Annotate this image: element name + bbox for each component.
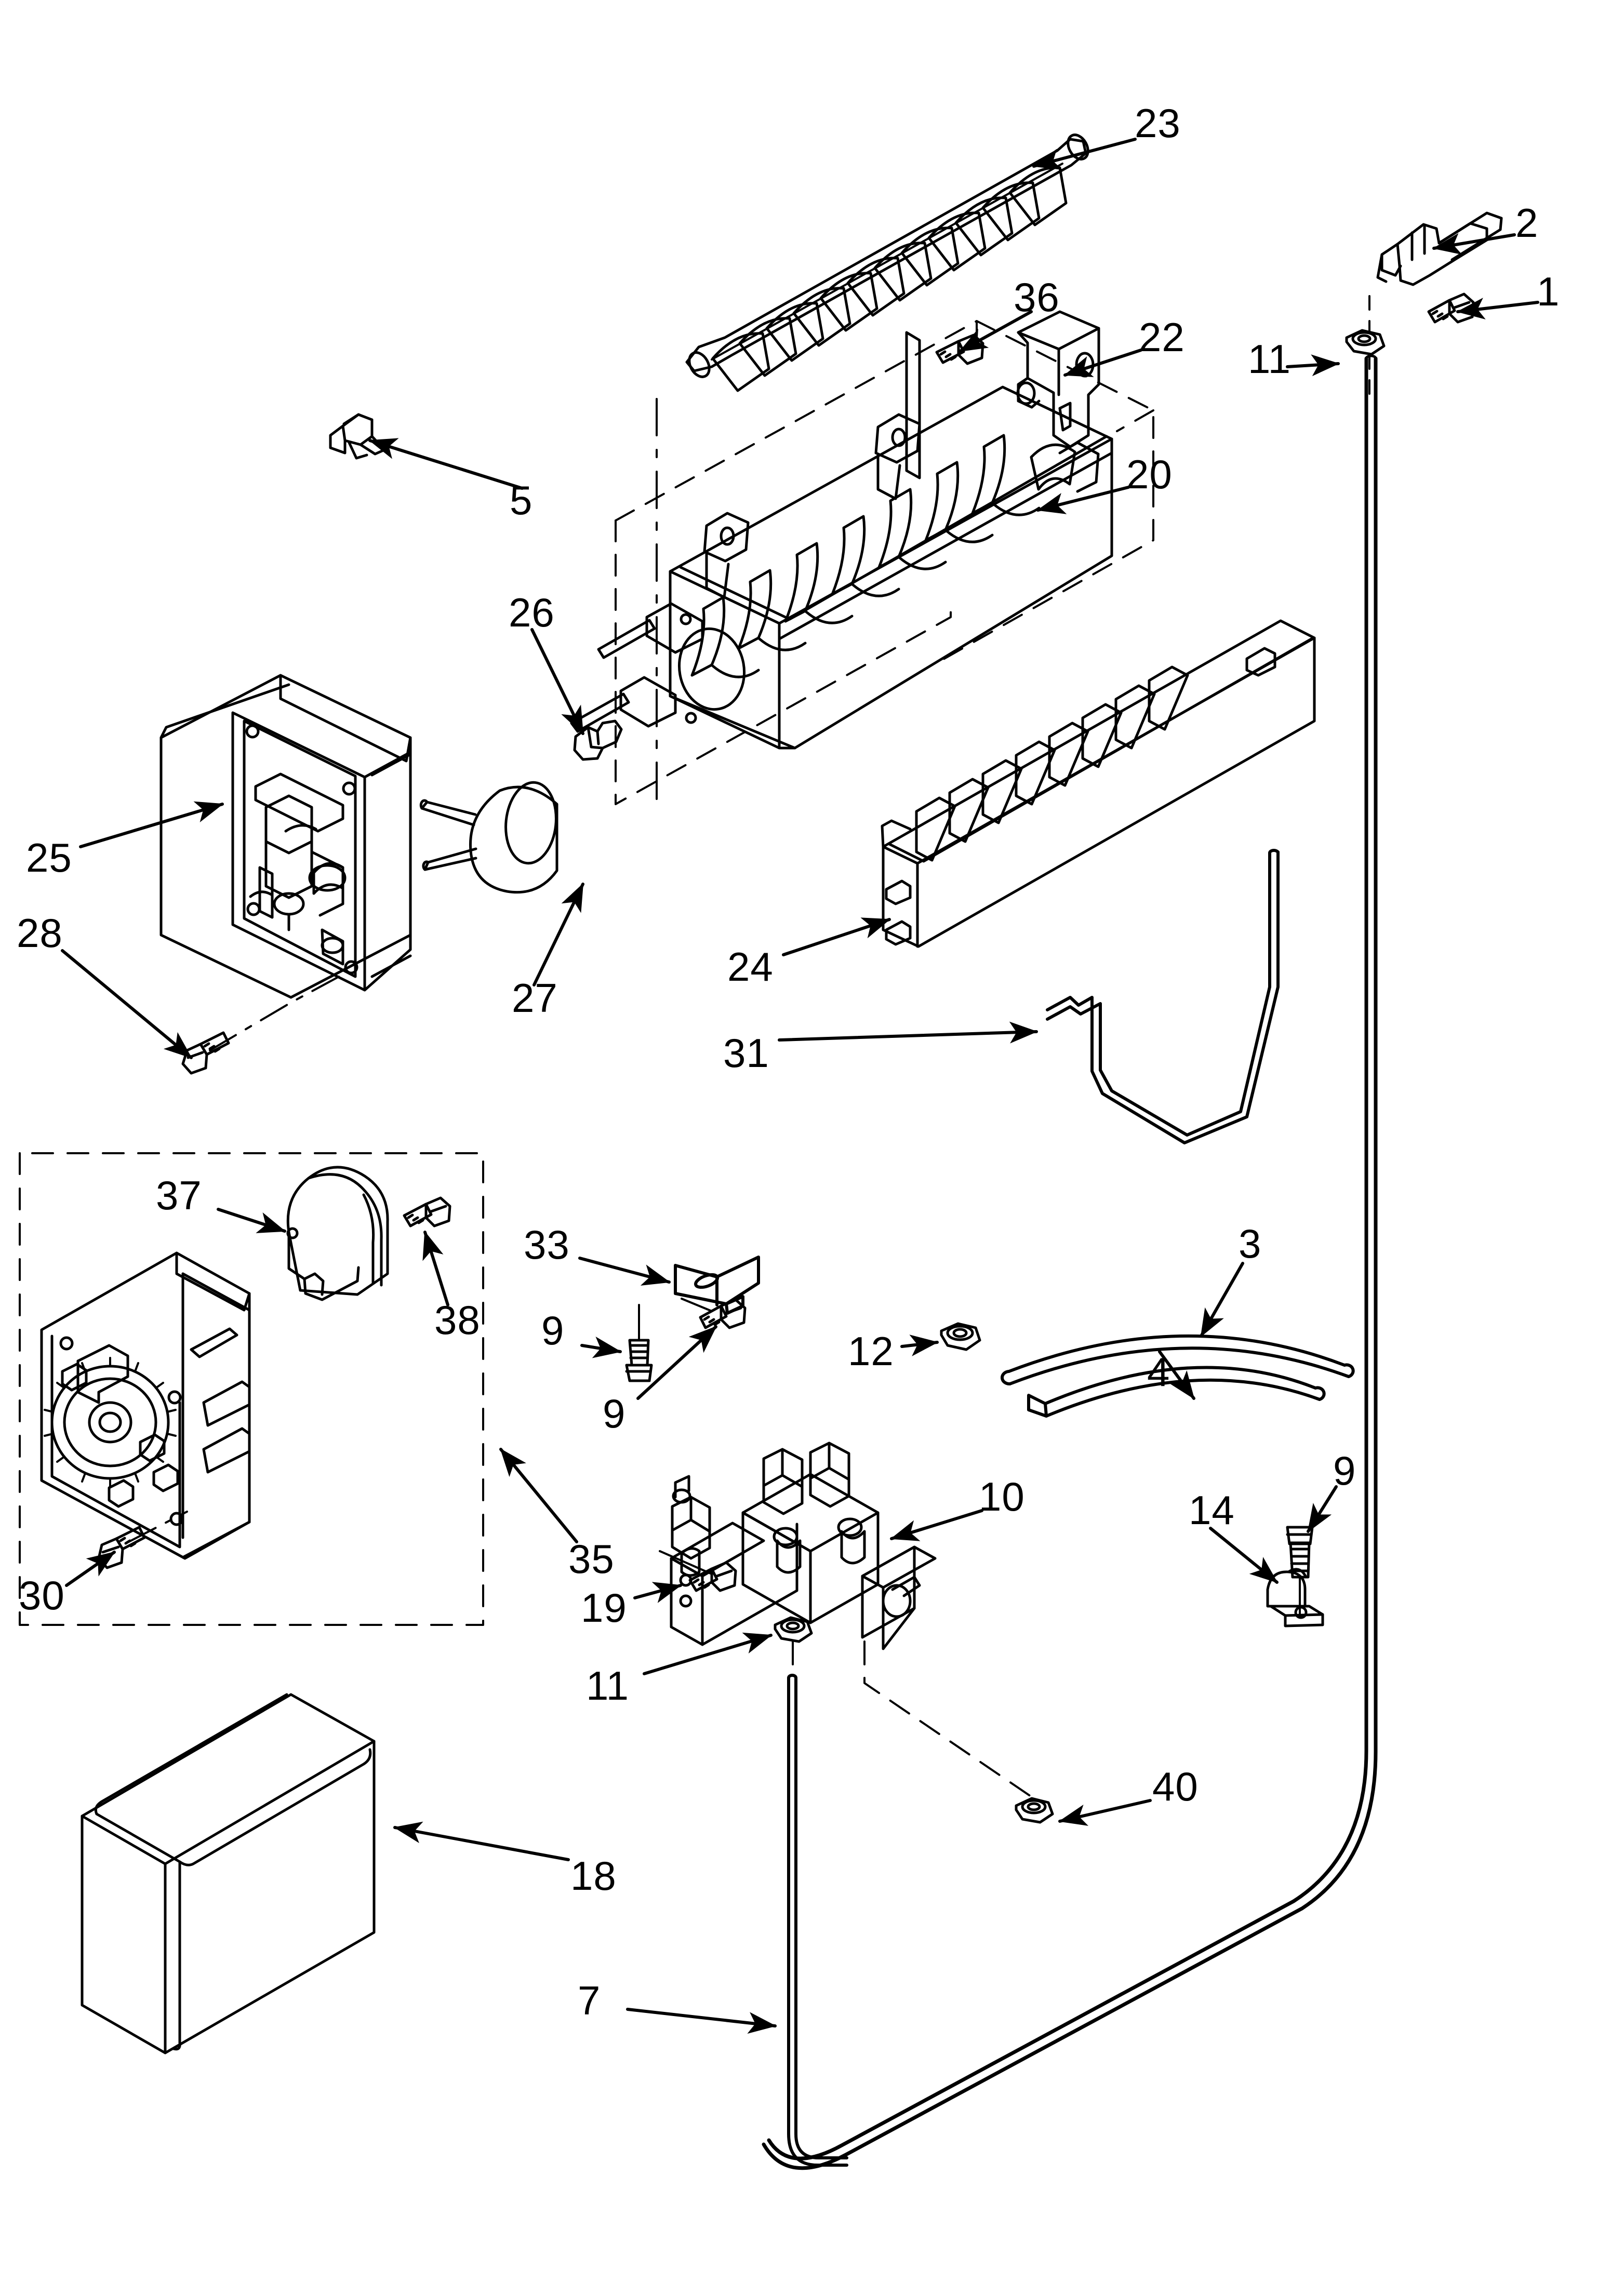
callout-12: 12 — [848, 1328, 894, 1374]
part-screw-fill-cup — [935, 333, 984, 365]
part-motor-cover — [286, 1166, 389, 1301]
part-screw-tube-clamp — [1286, 1526, 1314, 1617]
part-nut-inlet-valve — [774, 1616, 813, 1643]
callout-9-a: 9 — [541, 1307, 565, 1353]
leader-lines — [61, 138, 1539, 2034]
callout-26: 26 — [509, 590, 555, 635]
part-screw-terminal-b — [681, 1298, 747, 1329]
part-drive-motor — [419, 781, 558, 894]
part-water-supply-line-right — [762, 354, 1378, 2170]
part-screw-terminal-a — [625, 1304, 653, 1382]
callout-25: 25 — [26, 835, 72, 880]
callout-20: 20 — [1126, 451, 1173, 497]
callout-33: 33 — [524, 1222, 570, 1267]
part-water-line-vertical — [787, 1674, 848, 2167]
callout-40: 40 — [1152, 1764, 1199, 1809]
part-bearing-coupler — [573, 719, 623, 761]
callout-9-b: 9 — [603, 1391, 626, 1436]
callout-22: 22 — [1139, 314, 1185, 360]
callout-3: 3 — [1239, 1221, 1262, 1266]
callout-35: 35 — [568, 1536, 615, 1582]
part-ice-mold-body — [570, 385, 1113, 750]
motor-module-dashed-box — [19, 1152, 484, 1626]
part-mold-plate-vertical — [905, 331, 921, 479]
callout-2: 2 — [1515, 200, 1539, 246]
part-shutoff-arm-wire — [1046, 849, 1280, 1144]
callout-19: 19 — [581, 1585, 627, 1631]
callout-30: 30 — [19, 1572, 65, 1618]
part-ice-container-pad — [81, 1693, 376, 2054]
callout-24: 24 — [727, 944, 774, 990]
callout-27: 27 — [512, 975, 558, 1021]
callout-14: 14 — [1189, 1487, 1235, 1533]
callout-9-c: 9 — [1333, 1448, 1356, 1493]
part-motor-module-chassis — [40, 1251, 251, 1560]
callout-18: 18 — [570, 1853, 617, 1899]
part-wire-clip — [329, 413, 386, 460]
callout-36: 36 — [1014, 274, 1060, 320]
part-terminal-cover — [674, 1256, 760, 1315]
part-water-tube-upper — [1000, 1334, 1355, 1386]
part-screw-hex-head — [1427, 292, 1475, 324]
part-ice-stripper — [881, 619, 1316, 948]
part-screw-motor-cover — [403, 1196, 451, 1227]
callout-11-bottom: 11 — [586, 1663, 629, 1709]
callout-37: 37 — [156, 1172, 202, 1218]
part-nut-water-line — [1015, 1797, 1054, 1824]
part-ice-ejector-auger — [685, 134, 1089, 392]
callout-11-top: 11 — [1248, 336, 1291, 382]
callout-10: 10 — [979, 1474, 1025, 1519]
callout-1: 1 — [1537, 269, 1560, 314]
part-nut-compression-top — [1345, 329, 1386, 356]
callout-7: 7 — [578, 1978, 601, 2023]
part-water-inlet-valve — [670, 1442, 937, 1650]
part-nut-water-tube — [940, 1322, 981, 1351]
dashed-link-valve-to-nut40 — [863, 1640, 1035, 1799]
callout-28: 28 — [17, 910, 63, 956]
callout-31: 31 — [723, 1030, 769, 1076]
callout-5: 5 — [510, 477, 533, 523]
part-icemaker-housing-module — [159, 674, 412, 999]
callout-23: 23 — [1135, 100, 1181, 146]
callout-38: 38 — [434, 1297, 481, 1343]
callout-4: 4 — [1147, 1349, 1170, 1395]
part-screw-inlet-valve — [659, 1550, 737, 1592]
part-screw-housing — [181, 1031, 230, 1075]
